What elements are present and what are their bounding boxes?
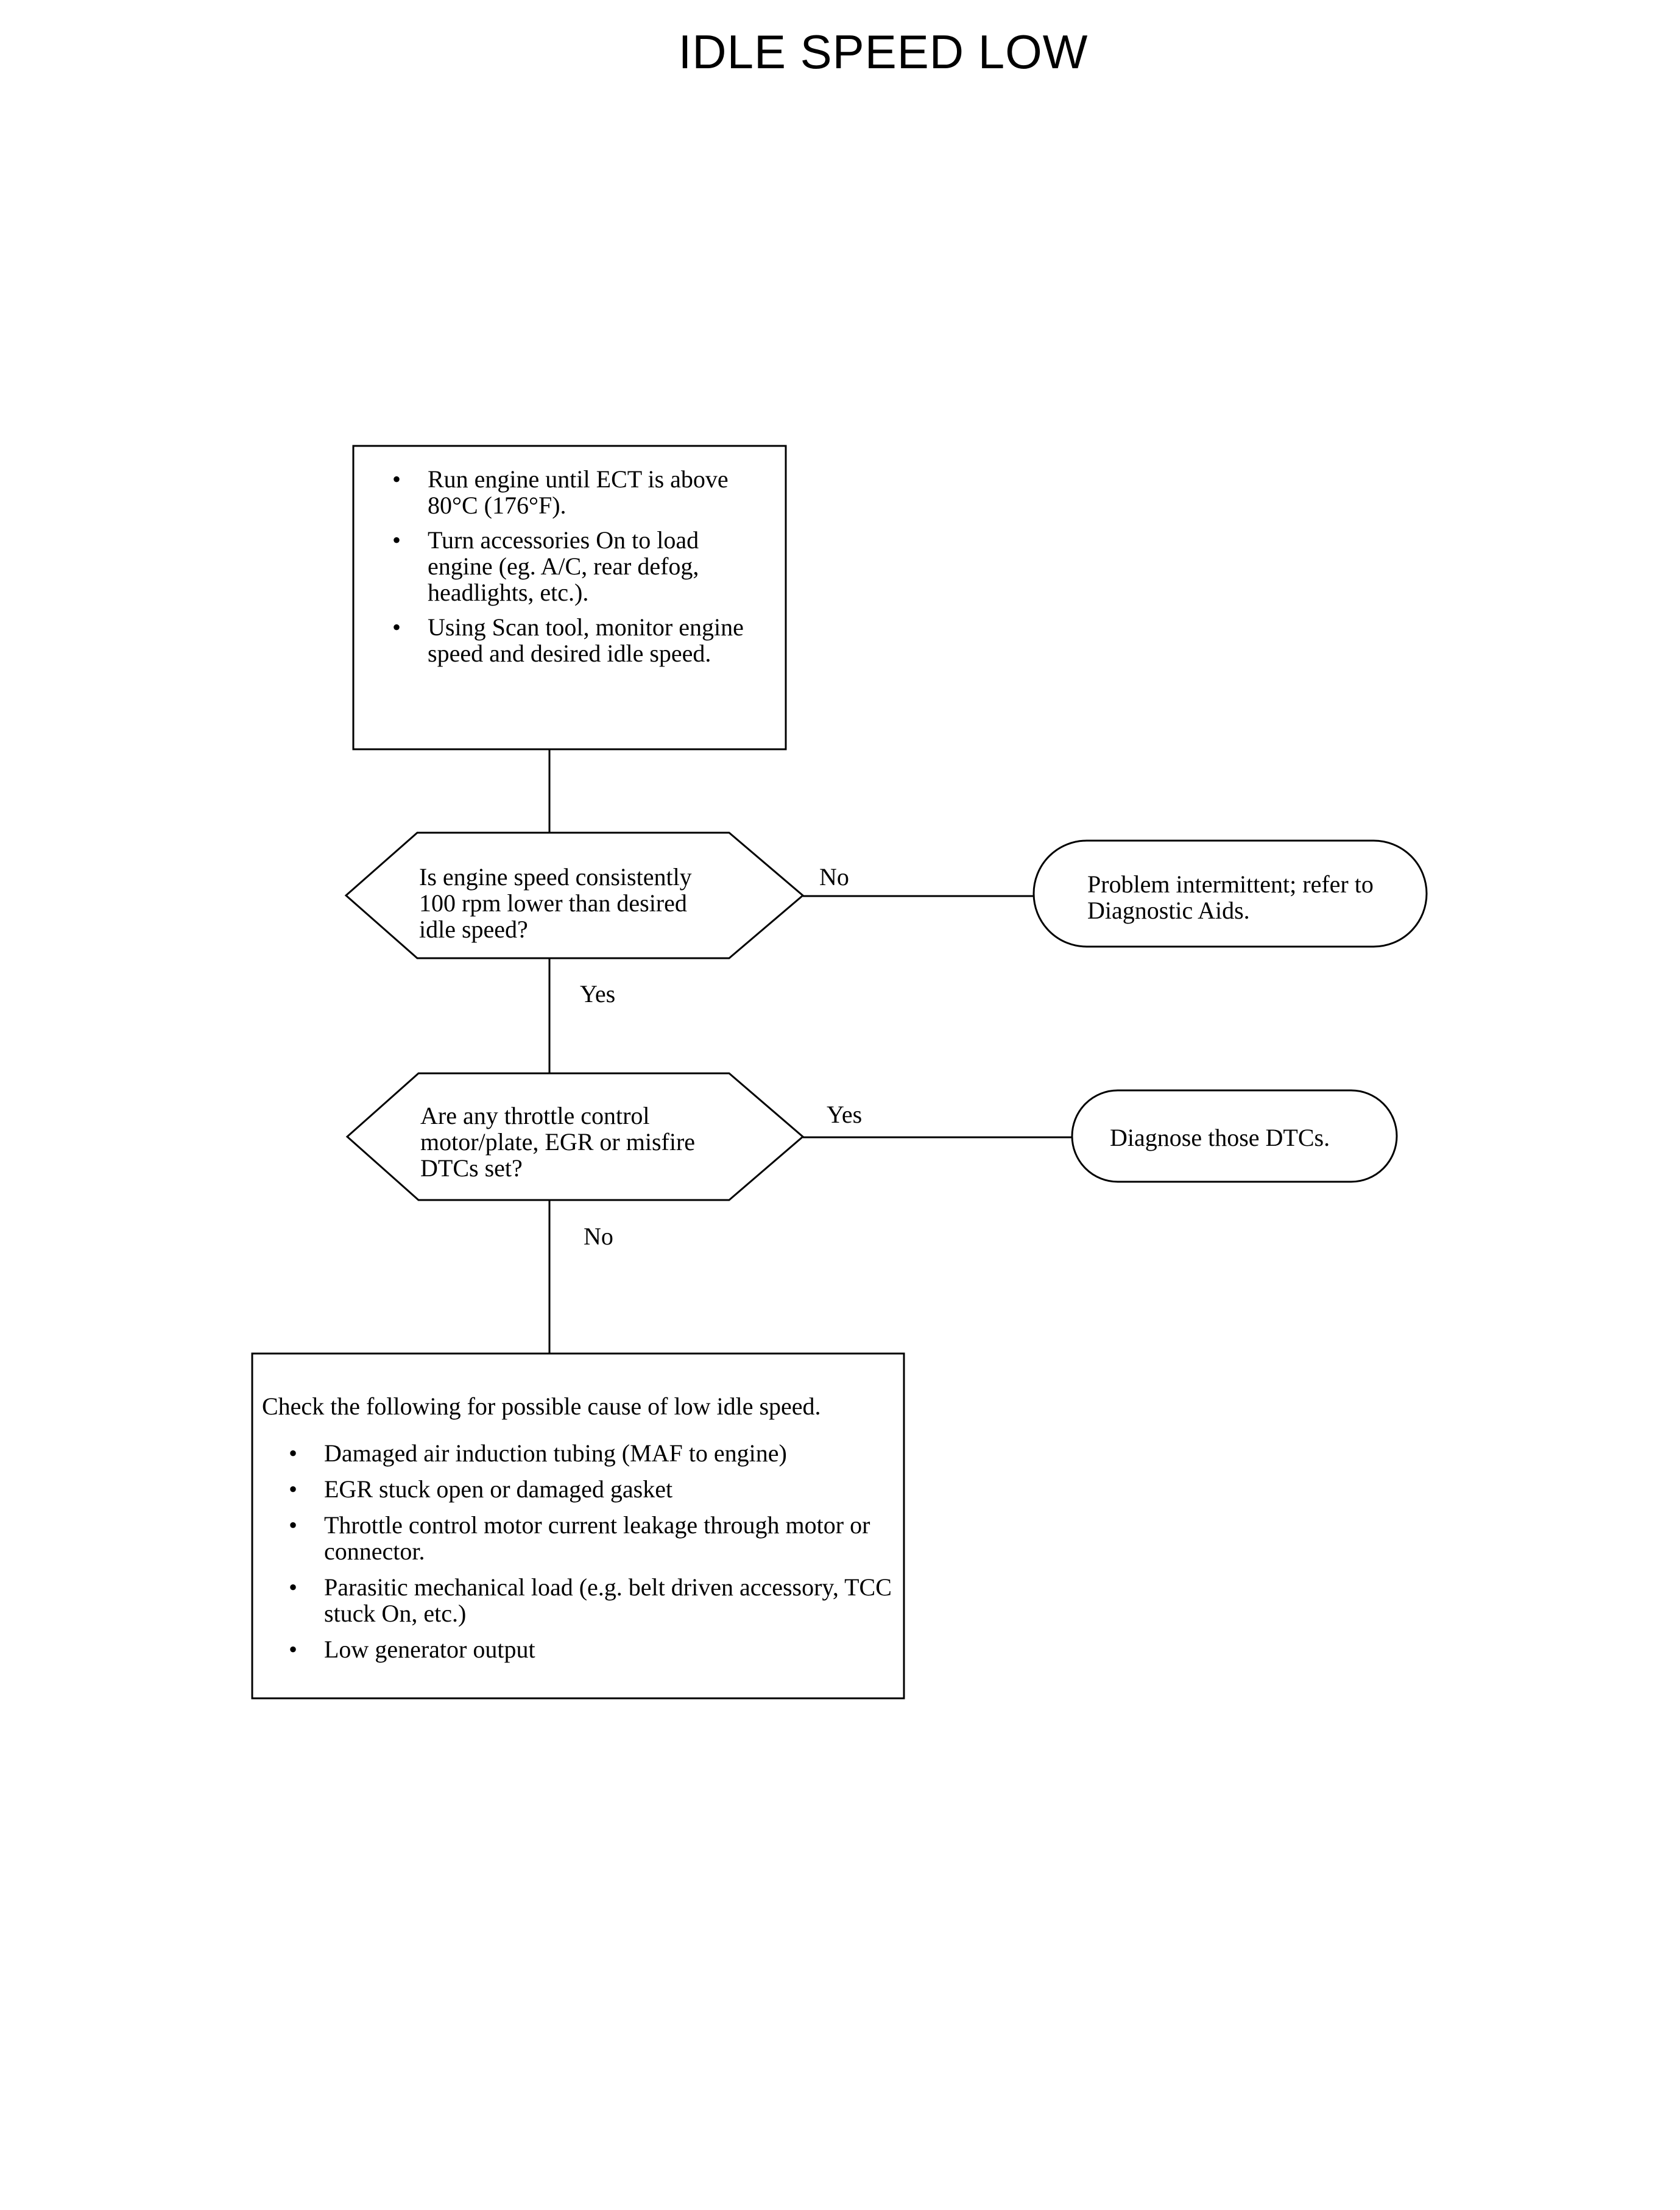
- cause-item: Damaged air induction tubing (MAF to eng…: [288, 1440, 895, 1466]
- start-step-1: Run engine until ECT is above 80°C (176°…: [391, 466, 763, 518]
- cause-item: Parasitic mechanical load (e.g. belt dri…: [288, 1574, 895, 1626]
- terminal-1-shape: [1032, 839, 1428, 948]
- start-box-border: [352, 445, 787, 750]
- cause-item: Throttle control motor current leakage t…: [288, 1512, 895, 1564]
- cause-item: EGR stuck open or damaged gasket: [288, 1476, 895, 1502]
- decision-2-text: Are any throttle control motor/plate, EG…: [420, 1102, 696, 1182]
- terminal-1-text: Problem intermittent; refer to Diagnosti…: [1087, 870, 1374, 924]
- cause-item: Low generator output: [288, 1636, 895, 1662]
- decision-2-no-label: No: [584, 1223, 613, 1250]
- decision-1-no-label: No: [819, 863, 849, 891]
- start-step-3: Using Scan tool, monitor engine speed an…: [391, 614, 763, 666]
- start-step-2: Turn accessories On to load engine (eg. …: [391, 527, 763, 605]
- decision-1-yes-label: Yes: [580, 980, 616, 1008]
- decision-1-text: Is engine speed consistently 100 rpm low…: [419, 863, 692, 943]
- final-box: Check the following for possible cause o…: [262, 1393, 895, 1662]
- start-box-list: Run engine until ECT is above 80°C (176°…: [391, 466, 763, 666]
- decision-1-shape: [344, 831, 805, 959]
- decision-2-yes-label: Yes: [827, 1101, 863, 1128]
- page-title: IDLE SPEED LOW: [678, 25, 1089, 79]
- terminal-2-text: Diagnose those DTCs.: [1110, 1124, 1330, 1151]
- terminal-2-shape: [1071, 1089, 1398, 1183]
- decision-2-shape: [345, 1072, 805, 1201]
- final-box-border: [251, 1352, 905, 1700]
- final-box-intro: Check the following for possible cause o…: [262, 1393, 821, 1420]
- final-box-list: Damaged air induction tubing (MAF to eng…: [288, 1440, 895, 1662]
- start-box: Run engine until ECT is above 80°C (176°…: [391, 466, 763, 666]
